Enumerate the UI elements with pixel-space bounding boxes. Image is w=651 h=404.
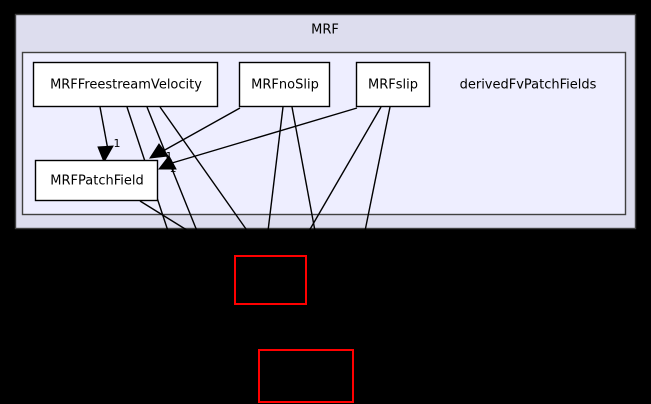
node-mrfnoslip-label: MRFnoSlip [251,78,319,93]
node-clipped-1[interactable] [234,255,307,305]
edge-tail-f [305,230,310,241]
edge-noslip-to-patchfield-label: 1 [166,150,173,163]
node-mrfpatchfield-label: MRFPatchField [50,174,143,189]
edge-noslip-down-b [291,106,316,232]
edge-noslip-to-patchfield-arrowhead [149,143,169,159]
cluster-mrf-label: MRF [311,23,339,38]
edge-tail-d [267,230,271,241]
edge-freestream-to-patchfield-label: 1 [114,137,121,150]
edge-noslip-to-patchfield [162,107,241,152]
edge-layer [97,106,391,241]
edge-slip-to-patchfield-arrowhead [157,155,177,170]
node-mrfslip-label: MRFslip [368,78,418,93]
edge-freestream-to-patchfield [99,106,109,151]
edge-slip-down-b [364,106,391,232]
node-mrfslip[interactable] [355,61,431,108]
edge-slip-down-a [308,106,382,232]
edge-patchfield-down-a [139,200,191,233]
edge-tail-h [189,231,195,241]
edge-label-layer: 1 1 1 [114,137,177,175]
edge-tail-b [196,230,201,241]
edge-freestream-to-patchfield-arrowhead [97,145,114,164]
edge-tail-e [314,230,318,241]
node-mrfnoslip[interactable] [238,61,331,108]
edge-tail-c [245,228,250,241]
cluster-derivedfvpatchfields-label: derivedFvPatchFields [460,78,597,93]
edge-slip-to-patchfield [171,107,358,164]
node-mrfpatchfield[interactable] [34,159,159,202]
node-mrffreestreamvelocity[interactable] [32,61,219,108]
edge-tail-g [361,230,366,241]
node-clipped-2[interactable] [258,349,354,403]
edge-slip-to-patchfield-label: 1 [170,162,177,175]
edge-freestream-down-b [146,106,198,232]
edge-tail-a [167,230,173,241]
edge-freestream-down-c [159,106,247,230]
edge-noslip-down-a [267,106,284,232]
node-mrffreestreamvelocity-label: MRFFreestreamVelocity [50,78,202,93]
node-layer: MRFFreestreamVelocity MRFnoSlip MRFslip … [32,61,431,403]
